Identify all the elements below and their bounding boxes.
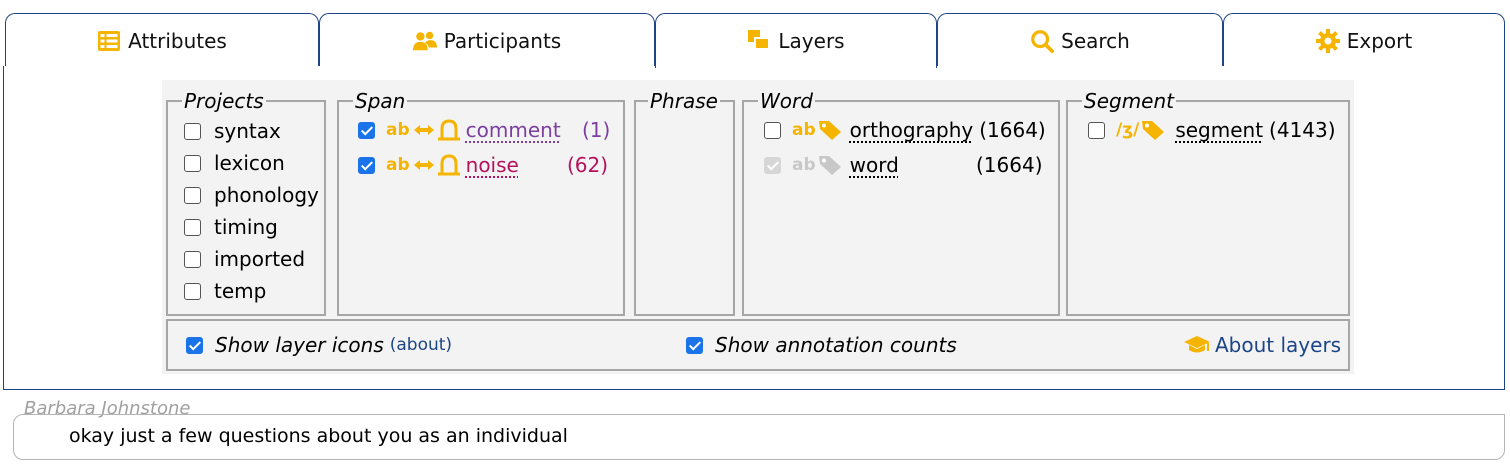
about-link[interactable]: (about) [389, 335, 453, 355]
annotation-count: (1664) [979, 118, 1046, 142]
layer-selector: Projects syntax lexicon phonology timing… [162, 80, 1354, 374]
checkbox[interactable] [184, 154, 201, 172]
checkbox[interactable] [184, 218, 201, 236]
project-item[interactable]: imported [184, 245, 305, 273]
layer-item-segment[interactable]: /ʒ/ segment (4143) [1088, 116, 1336, 144]
search-icon [1030, 29, 1055, 53]
utterance-box[interactable]: okay just a few questions about you as a… [13, 414, 1505, 460]
show-icons-label: Show layer icons [215, 333, 384, 357]
project-label: temp [214, 279, 267, 303]
show-counts-option[interactable]: Show annotation counts [686, 333, 957, 357]
tag-icon [818, 119, 842, 141]
graduation-cap-icon [1184, 335, 1210, 355]
tab-attributes[interactable]: Attributes [5, 13, 319, 67]
tab-search[interactable]: Search [937, 13, 1223, 67]
layer-link[interactable]: noise [465, 153, 519, 177]
annotation-count: (62) [567, 153, 609, 177]
checkbox [764, 156, 781, 174]
alphanumeric-icon: ab [386, 120, 410, 140]
project-item[interactable]: syntax [184, 117, 281, 145]
project-label: timing [214, 215, 278, 239]
segment-fieldset: Segment [1066, 89, 1350, 316]
tab-bar: Attributes Participants Layers Search Ex… [5, 13, 1505, 68]
interval-icon [413, 158, 434, 172]
annotation-count: (4143) [1269, 118, 1336, 142]
layer-options: Show layer icons (about) Show annotation… [166, 319, 1350, 371]
word-fieldset: Word [742, 89, 1060, 316]
checkbox[interactable] [358, 121, 375, 139]
phoneme-icon: /ʒ/ [1116, 120, 1140, 140]
word-legend: Word [760, 89, 813, 113]
annotation-count: (1) [582, 118, 611, 142]
phrase-fieldset: Phrase [634, 89, 735, 316]
segment-legend: Segment [1084, 89, 1174, 113]
person-icon [437, 119, 460, 141]
tab-label: Participants [443, 28, 562, 53]
project-item[interactable]: timing [184, 213, 278, 241]
tab-export[interactable]: Export [1223, 13, 1505, 67]
tab-label: Layers [778, 29, 845, 53]
utterance-text: okay just a few questions about you as a… [69, 425, 568, 447]
layers-panel: Projects syntax lexicon phonology timing… [3, 66, 1505, 390]
span-legend: Span [355, 89, 406, 113]
tab-label: Search [1061, 28, 1130, 53]
speaker-name: Barbara Johnstone [24, 398, 191, 419]
tag-icon [1141, 119, 1165, 141]
checkbox[interactable] [184, 250, 201, 268]
span-fieldset: Span [337, 89, 625, 316]
checkbox[interactable] [184, 282, 201, 300]
tab-participants[interactable]: Participants [319, 13, 655, 67]
gear-icon [1315, 28, 1340, 53]
checkbox[interactable] [686, 336, 703, 354]
show-icons-option[interactable]: Show layer icons (about) [186, 333, 452, 357]
tab-label: Export [1346, 28, 1413, 53]
layer-link[interactable]: comment [465, 118, 561, 142]
annotation-count: (1664) [976, 153, 1043, 177]
checkbox[interactable] [184, 186, 201, 204]
checkbox[interactable] [184, 122, 201, 140]
layer-link[interactable]: word [849, 153, 899, 177]
layer-item-word: ab word (1664) [764, 151, 1043, 179]
people-icon [412, 29, 437, 53]
phrase-legend: Phrase [650, 89, 718, 113]
project-label: imported [214, 247, 306, 271]
table-icon [97, 29, 121, 53]
project-item[interactable]: temp [184, 277, 266, 305]
layer-link[interactable]: orthography [849, 118, 974, 142]
layer-item-orthography[interactable]: ab orthography (1664) [764, 116, 1046, 144]
project-item[interactable]: lexicon [184, 149, 285, 177]
tab-label: Attributes [128, 28, 227, 53]
layer-item-noise[interactable]: ab noise (62) [358, 151, 608, 179]
layer-item-comment[interactable]: ab comment (1) [358, 116, 610, 144]
project-item[interactable]: phonology [184, 181, 319, 209]
checkbox[interactable] [358, 156, 375, 174]
tab-layers[interactable]: Layers [655, 13, 937, 68]
checkbox[interactable] [186, 336, 203, 354]
projects-legend: Projects [184, 89, 264, 113]
alphanumeric-icon: ab [792, 155, 816, 175]
tag-icon [818, 154, 842, 176]
checkbox[interactable] [1088, 121, 1105, 139]
project-label: syntax [214, 119, 281, 143]
project-label: lexicon [214, 151, 285, 175]
about-layers-label: About layers [1215, 333, 1342, 357]
interval-icon [413, 123, 434, 137]
show-counts-label: Show annotation counts [715, 333, 957, 357]
layer-link[interactable]: segment [1175, 118, 1264, 142]
alphanumeric-icon: ab [792, 120, 816, 140]
person-icon [437, 154, 460, 176]
about-layers-link[interactable]: About layers [1184, 333, 1341, 357]
layers-icon [747, 29, 771, 53]
alphanumeric-icon: ab [386, 155, 410, 175]
checkbox[interactable] [764, 121, 781, 139]
project-label: phonology [214, 183, 319, 207]
